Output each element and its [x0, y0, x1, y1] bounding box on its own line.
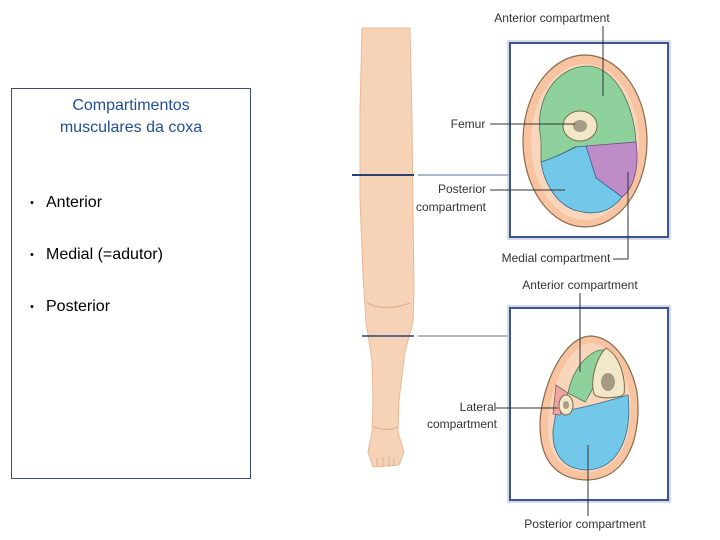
tibia-bone [592, 347, 625, 399]
fibula-marrow [563, 401, 569, 409]
leg-illustration [359, 27, 415, 468]
leg-ankle-crease [373, 426, 399, 430]
leg-posterior-label: Posterior compartment [524, 517, 646, 531]
femur-marrow [573, 120, 587, 132]
leg-anterior-label: Anterior compartment [522, 278, 638, 292]
bullet-item-label: Medial (=adutor) [46, 246, 163, 263]
thigh-posterior-label-line-1: Posterior [438, 182, 486, 196]
bullet-dot: • [30, 249, 34, 261]
leg-posterior-compartment [552, 394, 630, 471]
thigh-posterior-label-line-2: compartment [416, 200, 487, 214]
thigh-medial-label: Medial compartment [502, 251, 611, 265]
bullet-list: • Anterior • Medial (=adutor) • Posterior [30, 193, 163, 349]
femur-label: Femur [451, 117, 486, 131]
bullet-dot: • [30, 301, 34, 313]
bullet-item: • Anterior [30, 193, 163, 245]
bullet-item: • Posterior [30, 297, 163, 349]
tibia-marrow [601, 373, 615, 391]
panel-title: Compartimentos musculares da coxa [12, 95, 250, 139]
text-panel: Compartimentos musculares da coxa • Anter… [11, 88, 251, 479]
bullet-dot: • [30, 197, 34, 209]
leg-lateral-label-line-1: Lateral [460, 400, 497, 414]
leg-lateral-label-line-2: compartment [427, 417, 498, 431]
bullet-item: • Medial (=adutor) [30, 245, 163, 297]
thigh-anterior-label: Anterior compartment [494, 11, 610, 25]
toes [376, 457, 395, 467]
panel-title-line-1: Compartimentos [72, 97, 190, 114]
bullet-item-label: Posterior [46, 298, 111, 315]
thigh-medial-leader [613, 172, 629, 260]
bullet-item-label: Anterior [46, 194, 103, 211]
thigh-posterior-compartment [540, 145, 623, 214]
leg-knee-crease [366, 302, 411, 308]
panel-title-line-2: musculares da coxa [59, 119, 203, 136]
